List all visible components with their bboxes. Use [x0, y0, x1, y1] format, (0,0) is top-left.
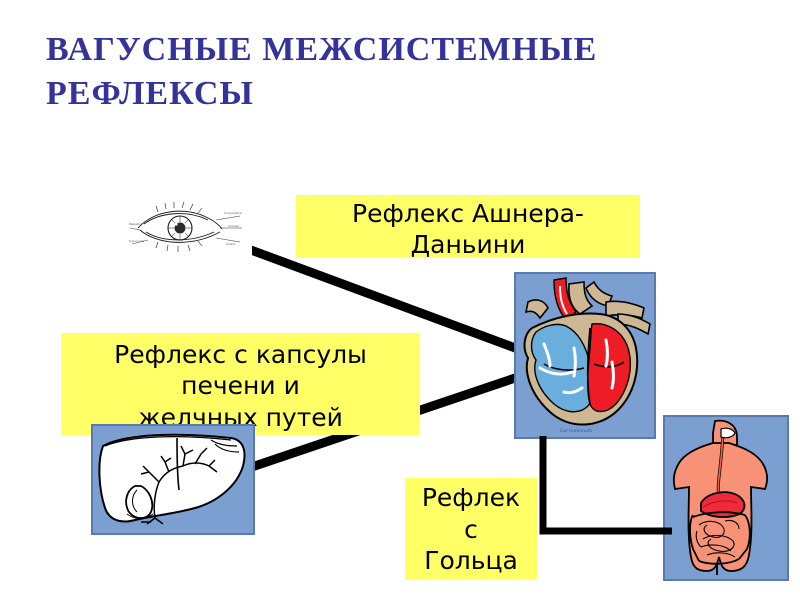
svg-text:Cor humanum: Cor humanum [560, 428, 592, 434]
svg-text:Palpebra: Palpebra [129, 222, 142, 226]
eye-illustration-icon: Palpebra Caruncula Conjunctiva Cornea Sc… [128, 198, 252, 260]
digestive-system-image [663, 415, 789, 581]
svg-text:Sclera: Sclera [226, 242, 235, 246]
connector-heart-to-torso [539, 436, 672, 535]
torso-illustration-icon [663, 415, 789, 581]
caption-liver-capsule: Рефлекс с капсулы печени и желчных путей [61, 333, 420, 435]
heart-illustration-icon: Cor humanum [514, 272, 656, 439]
heart-cross-section-image: Cor humanum [514, 272, 656, 439]
caption-ashner-danini-text: Рефлекс Ашнера- Даньини [352, 199, 584, 259]
eye-anatomy-image: Palpebra Caruncula Conjunctiva Cornea Sc… [128, 198, 252, 260]
caption-goltz-text: Рефлек с Гольца [421, 483, 521, 575]
liver-biliary-image [91, 424, 255, 535]
svg-text:Caruncula: Caruncula [129, 239, 144, 243]
caption-ashner-danini: Рефлекс Ашнера- Даньини [296, 195, 640, 259]
caption-liver-capsule-text: Рефлекс с капсулы печени и желчных путей [114, 340, 367, 432]
caption-goltz: Рефлек с Гольца [405, 478, 537, 580]
svg-text:Cornea: Cornea [228, 224, 239, 228]
page-title: ВАГУСНЫЕ МЕЖСИСТЕМНЫЕ РЕФЛЕКСЫ [46, 31, 598, 112]
liver-illustration-icon [91, 424, 255, 535]
svg-text:Conjunctiva: Conjunctiva [224, 211, 242, 215]
